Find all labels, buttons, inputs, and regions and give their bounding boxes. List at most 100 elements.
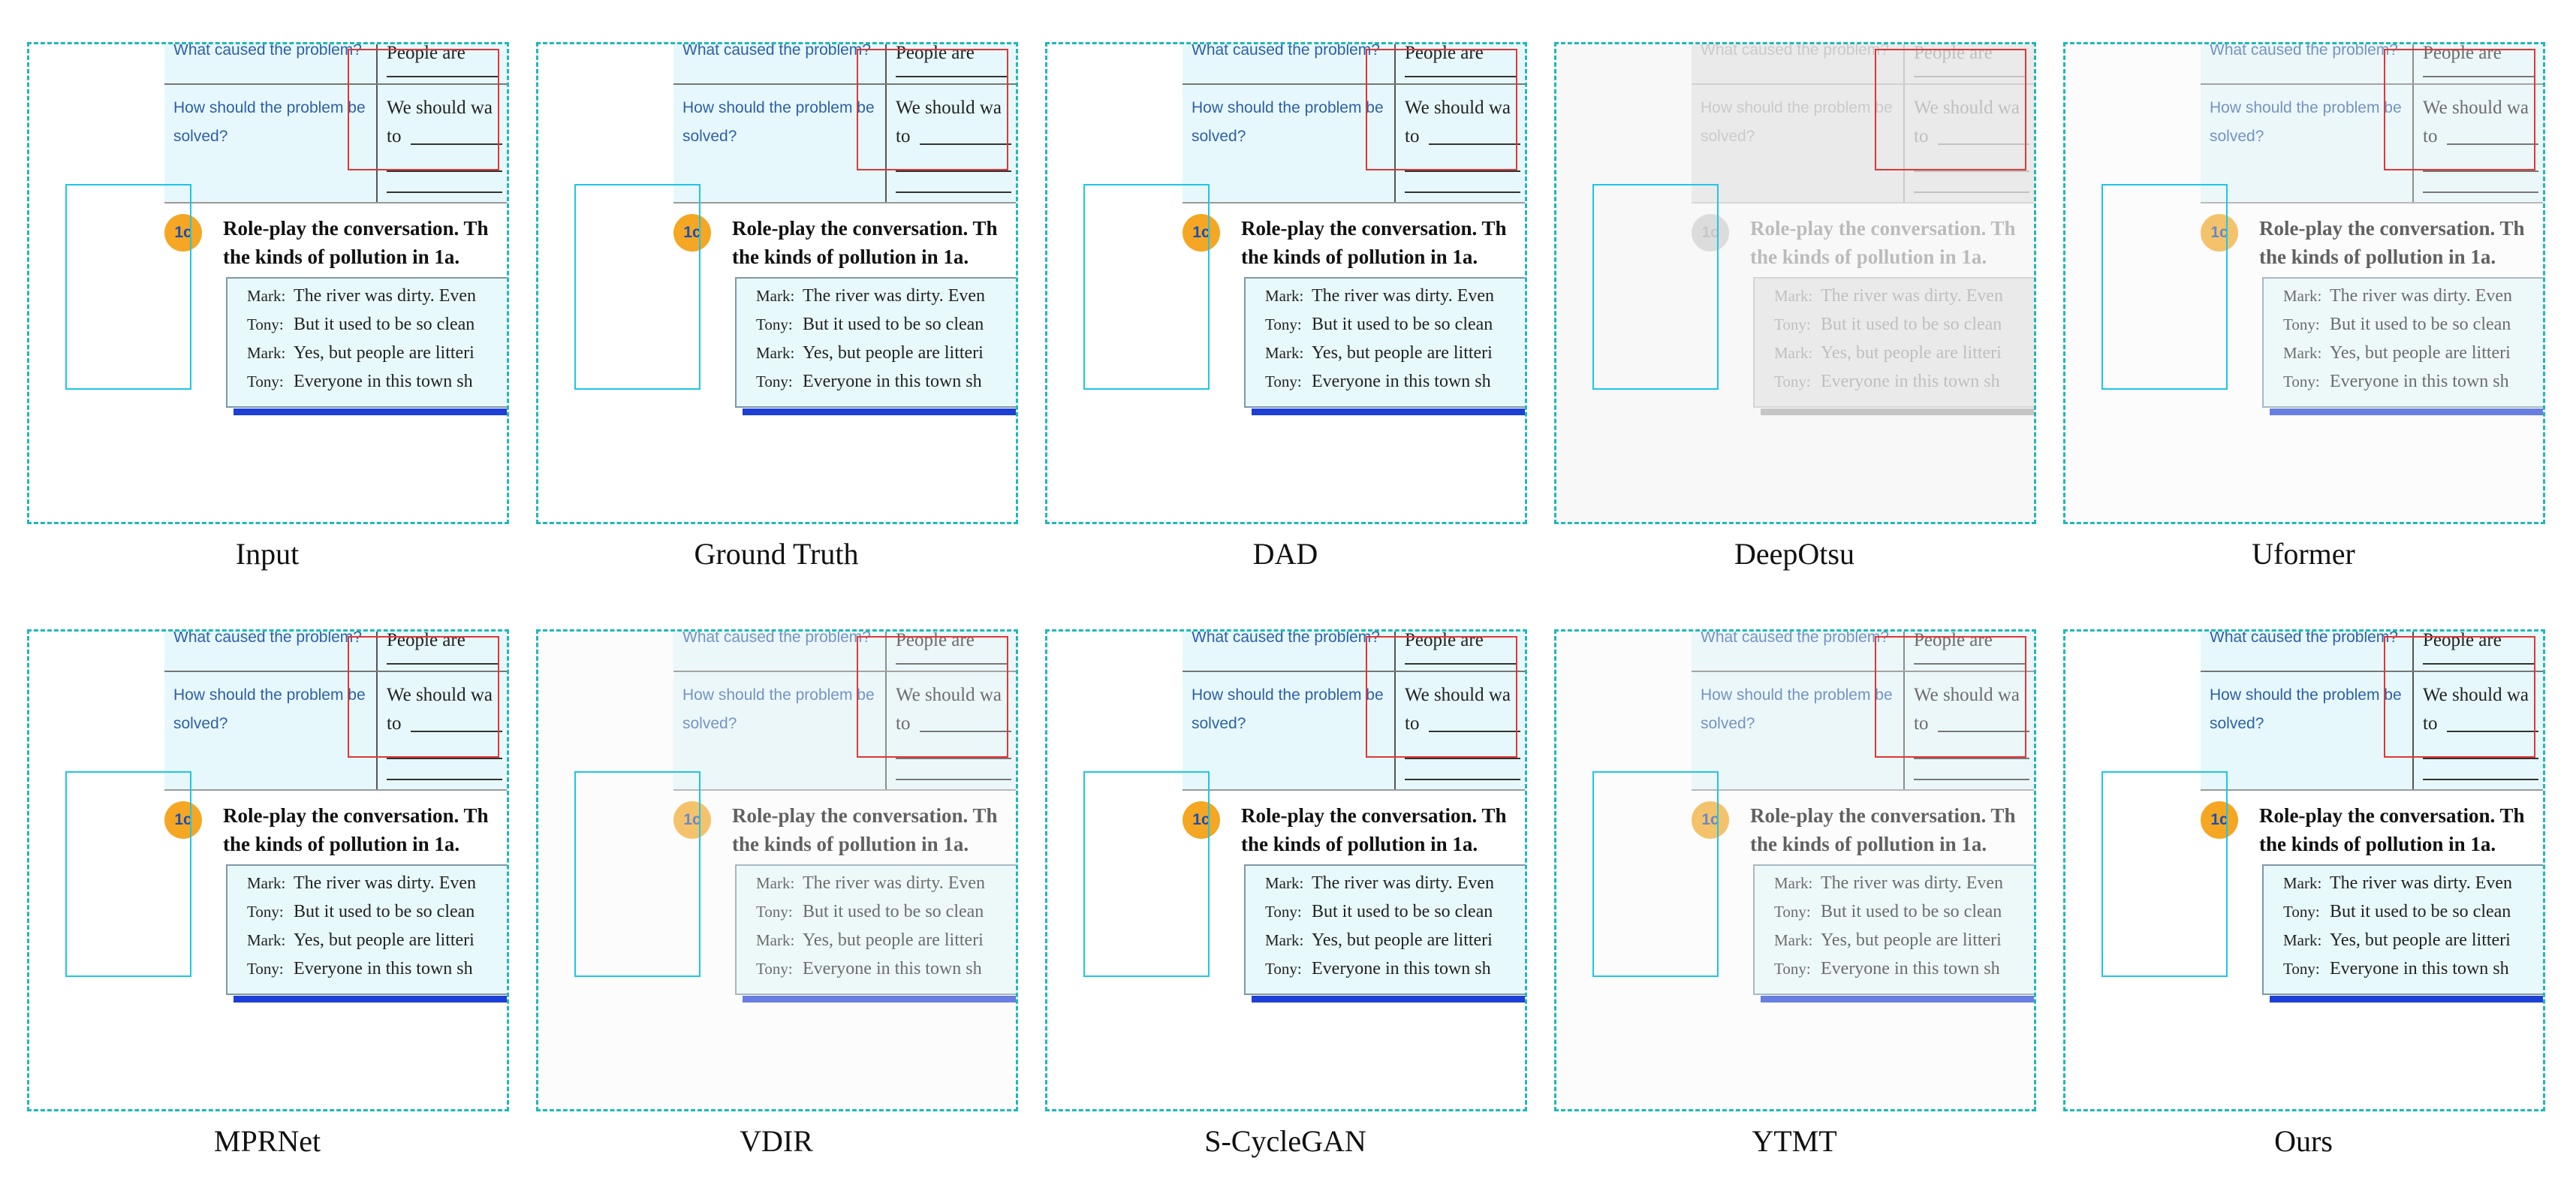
- dialogue-line: Tony:Everyone in this town sh: [756, 959, 982, 979]
- utterance: The river was dirty. Even: [803, 873, 986, 893]
- red-highlight-box: [857, 49, 1008, 170]
- answer-line: [1429, 143, 1520, 145]
- answer-2-line1: We should wa: [896, 98, 1002, 118]
- speaker: Mark:: [756, 287, 795, 305]
- dialogue-box: Mark:The river was dirty. Even Tony:But …: [226, 864, 507, 1003]
- speaker: Tony:: [247, 315, 284, 333]
- panel-deepotsu: What caused the problem? How should the …: [1554, 42, 2036, 571]
- answer-line: [2423, 76, 2535, 77]
- document-crop: What caused the problem? How should the …: [1047, 632, 1525, 1109]
- answer-1: People are: [1405, 630, 1484, 650]
- question-2: How should the problem be solved?: [1701, 686, 1893, 732]
- panel-frame: What caused the problem? How should the …: [27, 42, 509, 524]
- dialogue-line: Tony:But it used to be so clean: [247, 315, 475, 335]
- dialogue-line: Mark:Yes, but people are litteri: [2283, 930, 2511, 951]
- question-2: How should the problem be solved?: [2210, 686, 2402, 732]
- answer-2-line1: We should wa: [1405, 98, 1511, 118]
- utterance: The river was dirty. Even: [1821, 873, 2004, 893]
- instruction-line2: the kinds of pollution in 1a.: [1241, 833, 1478, 855]
- table-row-divider: [164, 83, 507, 85]
- utterance: Yes, but people are litteri: [803, 930, 984, 950]
- utterance: The river was dirty. Even: [803, 286, 986, 306]
- instruction-line1: Role-play the conversation. Th: [223, 804, 489, 827]
- instruction-line2: the kinds of pollution in 1a.: [223, 246, 460, 268]
- dialogue-line: Mark: The river was dirty. Even: [1774, 873, 2003, 894]
- utterance: But it used to be so clean: [2330, 902, 2511, 921]
- speaker: Tony:: [247, 903, 284, 921]
- answer-2-line1: We should wa: [896, 685, 1002, 705]
- table-divider: [885, 44, 887, 202]
- speaker: Mark:: [2283, 287, 2322, 305]
- answer-line: [387, 76, 499, 77]
- utterance: The river was dirty. Even: [294, 286, 477, 306]
- answer-2-line1: We should wa: [1405, 685, 1511, 705]
- answer-2-line2: to: [2423, 713, 2438, 734]
- answer-line: [2423, 758, 2538, 759]
- question-table: What caused the problem? How should the …: [2201, 629, 2543, 791]
- dialogue-line: Mark:Yes, but people are litteri: [1265, 930, 1493, 951]
- utterance: The river was dirty. Even: [2330, 873, 2513, 893]
- speaker: Tony:: [1265, 315, 1302, 333]
- answer-1: People are: [1405, 43, 1484, 63]
- red-highlight-box: [1366, 49, 1517, 170]
- exercise-badge: 1c: [673, 801, 711, 839]
- utterance: Yes, but people are litteri: [294, 343, 475, 363]
- utterance: Everyone in this town sh: [294, 959, 473, 978]
- dialogue-line: Mark:Yes, but people are litteri: [1265, 343, 1493, 363]
- speaker: Tony:: [2283, 903, 2320, 921]
- panel-caption: Ours: [2274, 1124, 2333, 1158]
- instruction-line1: Role-play the conversation. Th: [2259, 217, 2525, 240]
- answer-line: [2423, 779, 2538, 780]
- utterance: Yes, but people are litteri: [2330, 343, 2511, 363]
- speaker: Tony:: [1774, 960, 1811, 978]
- dialogue-line: Mark:Yes, but people are litteri: [2283, 343, 2511, 363]
- utterance: Everyone in this town sh: [803, 372, 982, 391]
- table-divider: [2412, 632, 2414, 789]
- answer-line: [2423, 191, 2538, 193]
- dialogue-line: Tony:But it used to be so clean: [247, 902, 475, 922]
- document-crop: What caused the problem? How should the …: [29, 632, 507, 1109]
- exercise-badge: 1c: [2201, 801, 2238, 839]
- utterance: Everyone in this town sh: [1312, 372, 1491, 391]
- speaker: Mark:: [247, 344, 286, 362]
- speaker: Mark:: [1774, 931, 1813, 949]
- answer-line: [896, 758, 1011, 759]
- utterance: But it used to be so clean: [1312, 902, 1493, 921]
- instruction-line1: Role-play the conversation. Th: [1241, 804, 1507, 827]
- answer-2-line2: to: [896, 126, 911, 146]
- instruction: Role-play the conversation. Th the kinds …: [1241, 801, 1507, 858]
- speaker: Mark:: [1774, 874, 1813, 892]
- answer-line: [896, 663, 1008, 665]
- question-1: What caused the problem?: [173, 629, 362, 646]
- dialogue-line: Tony:Everyone in this town sh: [2283, 372, 2509, 392]
- answer-line: [2447, 731, 2538, 732]
- answer-line: [1914, 758, 2029, 759]
- dialogue-line: Tony: But it used to be so clean: [2283, 902, 2511, 922]
- answer-line: [896, 76, 1008, 77]
- question-1: What caused the problem?: [1701, 629, 1889, 646]
- table-row-divider: [164, 671, 507, 672]
- answer-2-line2: to: [1405, 126, 1420, 146]
- exercise-badge: 1c: [164, 214, 202, 252]
- dialogue-line: Mark:The river was dirty. Even: [756, 873, 985, 894]
- document-crop: What caused the problem? How should the …: [2065, 632, 2543, 1109]
- speaker: Tony:: [756, 315, 793, 333]
- utterance: But it used to be so clean: [803, 315, 984, 334]
- speaker: Mark:: [1265, 874, 1304, 892]
- answer-line: [1405, 170, 1520, 172]
- question-1: What caused the problem?: [2210, 629, 2398, 646]
- question-1: What caused the problem?: [682, 629, 871, 646]
- question-table: What caused the problem? How should the …: [2201, 44, 2543, 204]
- panel-caption: DeepOtsu: [1734, 537, 1854, 571]
- degradation-overlay: [2065, 44, 2543, 522]
- question-table: What caused the problem? How should the …: [673, 629, 1016, 791]
- table-row-divider: [673, 671, 1016, 672]
- question-2: How should the problem be solved?: [682, 686, 875, 732]
- speaker: Tony:: [2283, 372, 2320, 390]
- utterance: The river was dirty. Even: [1312, 873, 1495, 893]
- speaker: Tony:: [756, 903, 793, 921]
